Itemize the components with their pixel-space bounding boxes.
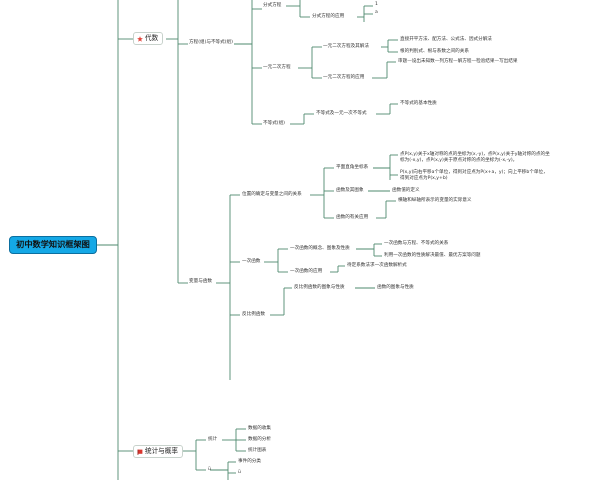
node-fractional-equation[interactable]: 分式方程 (263, 3, 282, 8)
branch-statistics[interactable]: 统计与概率 (133, 445, 183, 458)
node-linear-concept[interactable]: 一次函数的概念、图象及性质 (290, 246, 350, 251)
node-statistics[interactable]: 统计 (208, 437, 218, 442)
node-undetermined-coef[interactable]: 待定系数法求一次函数解析式 (347, 263, 407, 268)
node-quadratic-roots[interactable]: 根的判别式、根与系数之间的关系 (400, 49, 469, 54)
root-topic[interactable]: 初中数学知识框架图 (9, 236, 97, 254)
node-event-classification[interactable]: 事件的分类 (238, 459, 261, 464)
node-quadratic-application[interactable]: 一元二次方程的应用 (323, 75, 365, 80)
star-icon (137, 35, 143, 42)
node-linear-optimum[interactable]: 利用一次函数的性质解决最值、最优方案等问题 (384, 253, 481, 258)
branch-algebra-label: 代数 (145, 34, 159, 42)
node-linear-function[interactable]: 一次函数 (242, 259, 261, 264)
node-inverse-property[interactable]: 函数的图象与性质 (377, 285, 414, 290)
node-function-value[interactable]: 函数值的定义 (392, 188, 420, 193)
node-stat-charts[interactable]: 统计图表 (248, 448, 267, 453)
node-inequality[interactable]: 不等式(组) (263, 121, 285, 126)
node-data-analysis[interactable]: 数据的分析 (248, 437, 271, 442)
branch-statistics-label: 统计与概率 (145, 447, 178, 455)
node-fractional-application[interactable]: 分式方程的应用 (312, 14, 345, 19)
node-data-collection[interactable]: 数据的收集 (248, 426, 271, 431)
node-linear-relation[interactable]: 一次函数与方程、不等式的关系 (384, 241, 449, 246)
node-translation[interactable]: P(x,y)向右平移a个单位，得到对应点为P(x+a，y)；向上平移b个单位，得… (400, 170, 548, 181)
node-inequality-property[interactable]: 不等式的基本性质 (400, 101, 437, 106)
node-probability-sub[interactable]: ü (238, 470, 241, 475)
node-function-use[interactable]: 函数的有关应用 (336, 215, 369, 220)
node-functions[interactable]: 变量与函数 (189, 279, 212, 284)
node-linear-inequality[interactable]: 不等式及一元一次不等式 (316, 111, 367, 116)
node-mark-a[interactable]: a (375, 10, 378, 15)
node-quadratic-steps[interactable]: 审题—设出未知数—列方程—解方程—检验结果—写出结果 (398, 59, 518, 64)
node-function-image[interactable]: 函数及其图象 (336, 188, 364, 193)
node-coordinate-system[interactable]: 平面直角坐标系 (336, 165, 369, 170)
node-quadratic-equation[interactable]: 一元二次方程 (263, 65, 291, 70)
flag-icon (137, 449, 143, 455)
node-quadratic-methods[interactable]: 直接开平方法、配方法、公式法、因式分解法 (400, 37, 492, 42)
node-axis-meaning[interactable]: 横轴和纵轴所表示的变量的实际意义 (398, 198, 472, 203)
node-inverse-function[interactable]: 反比例函数 (242, 312, 265, 317)
branch-algebra[interactable]: 代数 (133, 32, 164, 45)
node-position-variables[interactable]: 位置的确定与变量之间的关系 (242, 192, 302, 197)
node-equations[interactable]: 方程(组)与不等式(组) (189, 40, 233, 45)
node-symmetry[interactable]: 点P(x,y)关于x轴对称的点的坐标为(x,-y)，点P(x,y)关于y轴对称的… (400, 152, 550, 163)
node-probability[interactable]: ü (208, 467, 211, 472)
node-inverse-graph[interactable]: 反比例函数的图象与性质 (294, 285, 345, 290)
node-linear-application[interactable]: 一次函数的应用 (290, 269, 323, 274)
node-quadratic-solve[interactable]: 一元二次方程及其解法 (323, 44, 369, 49)
node-mark-1[interactable]: 1 (375, 2, 378, 7)
